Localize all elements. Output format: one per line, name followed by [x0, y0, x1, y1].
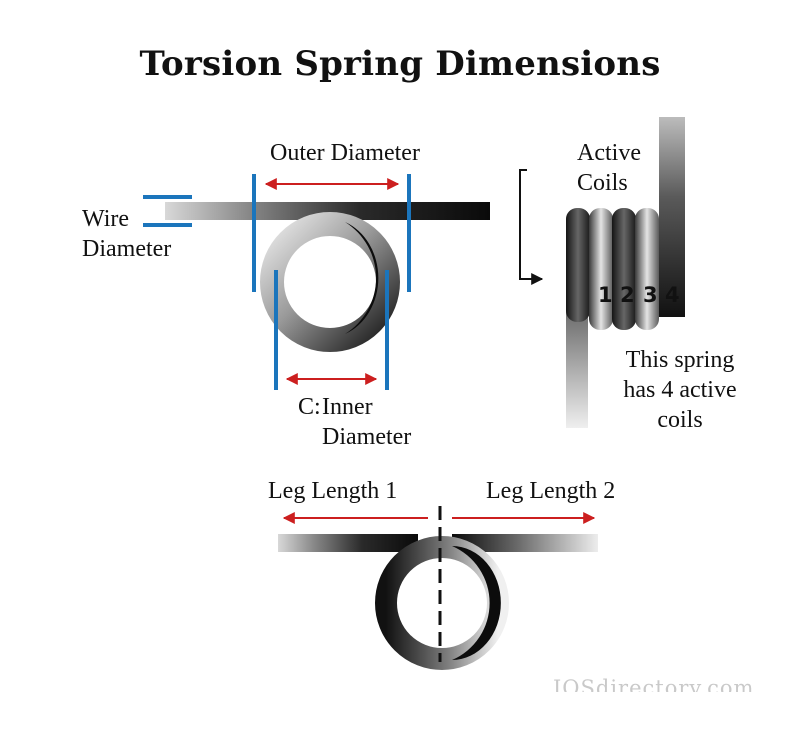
active-label: Active: [577, 140, 641, 166]
bottom-spring: [278, 506, 598, 670]
active-coils-pointer: [519, 169, 544, 285]
coil-number-4: 4: [665, 283, 680, 307]
inner-diameter-prefix: C:: [298, 394, 321, 420]
coil-number-2: 2: [620, 283, 635, 307]
top-spring-coil: [260, 212, 400, 352]
leg-length-1-label: Leg Length 1: [268, 478, 398, 504]
wire-label: Wire: [82, 206, 130, 232]
watermark: IQSdirectory.com: [553, 676, 755, 700]
coils-label: Coils: [577, 170, 628, 196]
spring-note-line-2: has 4 active: [623, 377, 737, 403]
side-view-spring: [566, 117, 685, 428]
bottom-spring-inner-shadow: [452, 546, 501, 660]
inner-label: Inner: [322, 394, 373, 420]
inner-diameter-guides: [274, 270, 389, 390]
coil-1: [566, 208, 590, 322]
spring-note-line-3: coils: [657, 407, 703, 433]
coil-2: [589, 208, 613, 330]
coil-4: [635, 208, 659, 330]
coil-3: [612, 208, 636, 330]
top-spring: [165, 202, 490, 352]
coil-number-3: 3: [643, 283, 658, 307]
leg-length-2-label: Leg Length 2: [486, 478, 616, 504]
coil-number-1: 1: [598, 283, 613, 307]
top-spring-inner-shadow: [345, 222, 379, 334]
bottom-spring-left-leg: [278, 534, 418, 552]
diagram-title: Torsion Spring Dimensions: [139, 44, 661, 84]
outer-diameter-guides: [252, 174, 411, 292]
inner-diameter-label: Diameter: [322, 424, 412, 450]
outer-diameter-label: Outer Diameter: [270, 140, 420, 166]
wire-diameter-label: Diameter: [82, 236, 172, 262]
side-view-upper-leg: [659, 117, 685, 317]
wire-diameter-guides: [143, 195, 192, 227]
bottom-spring-right-leg: [452, 534, 598, 552]
spring-note-line-1: This spring: [625, 347, 735, 373]
